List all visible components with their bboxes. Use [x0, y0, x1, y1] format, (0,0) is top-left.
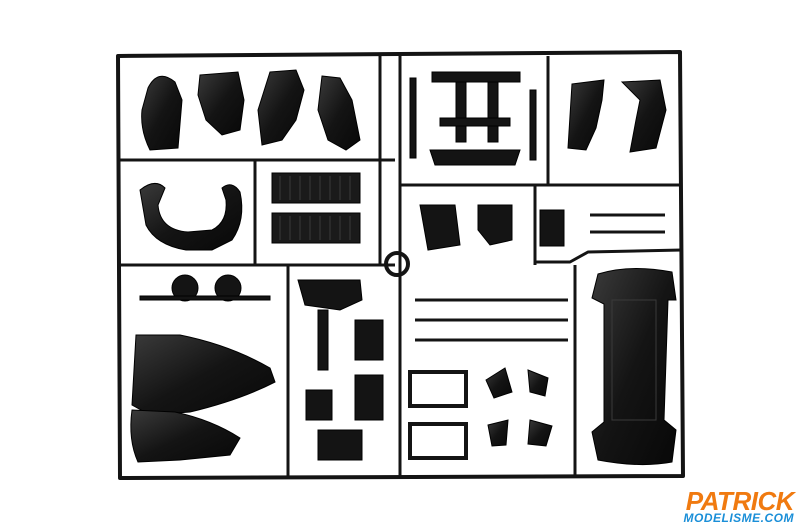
rod-parts: [415, 213, 665, 342]
mirror-parts: [485, 367, 553, 447]
logo-brand-bottom: MODELISME.COM: [683, 511, 794, 525]
radiator-parts: [271, 172, 361, 244]
logo-brand-top: PATRICK: [685, 486, 795, 516]
engine-cover-part: [591, 267, 677, 466]
frame-parts: [408, 370, 468, 460]
wheel-arch-parts: [567, 79, 667, 153]
chassis-tub-part: [130, 334, 276, 463]
knob-parts: [139, 274, 271, 302]
fender-parts: [141, 69, 361, 151]
seat-bracket-parts: [419, 204, 565, 251]
engine-cover-highlight: [611, 299, 657, 421]
sprue-frame: [116, 50, 685, 480]
seat-frame-parts: [297, 279, 384, 461]
rollbar-part: [409, 71, 537, 166]
sprue-hub-ring: [384, 251, 410, 277]
dashboard-part: [139, 183, 243, 251]
patrick-modelisme-logo: PATRICK MODELISME.COM: [684, 488, 795, 524]
radiator-fins: [279, 176, 351, 240]
